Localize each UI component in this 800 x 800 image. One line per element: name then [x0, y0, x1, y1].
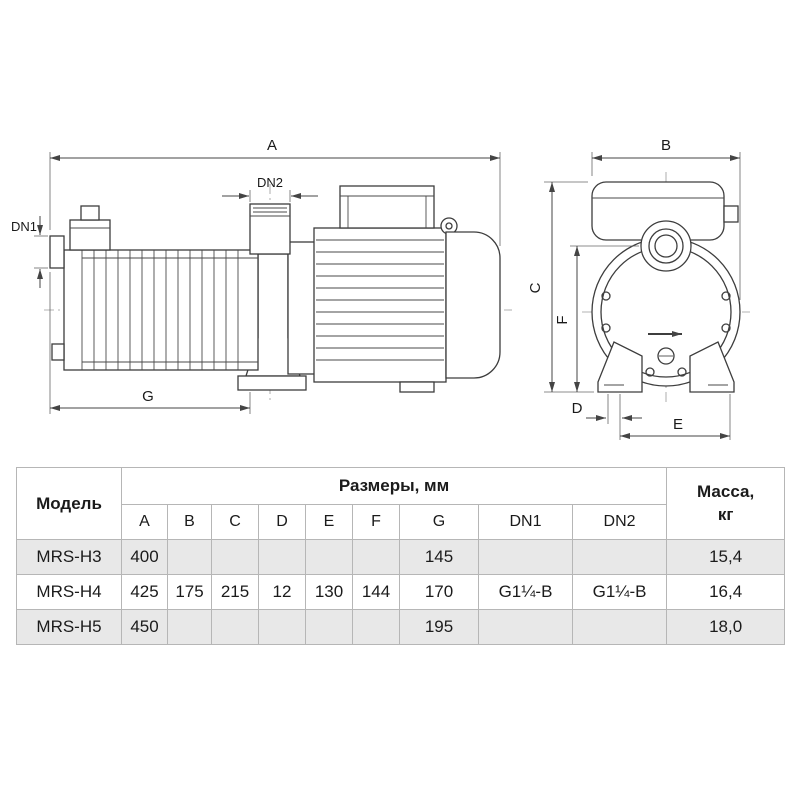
cell-d [258, 609, 306, 645]
model-name: MRS-H3 [16, 539, 122, 575]
motor-end-bell [445, 231, 501, 379]
header-col-a: A [121, 504, 168, 540]
pump-front-view [591, 181, 741, 393]
header-col-c: C [211, 504, 259, 540]
header-model: Модель [16, 467, 122, 540]
cell-g: 195 [399, 609, 479, 645]
dimension-G: G [49, 272, 251, 414]
table-section: Модель Размеры, мм Масса, кг A B C D E F… [0, 460, 800, 645]
cell-dn2 [571, 539, 668, 575]
barrel-stage-ribs [93, 250, 239, 370]
cell-dn2: G1¼-B [571, 574, 668, 610]
dimension-F: F [554, 245, 639, 392]
header-col-f: F [352, 504, 400, 540]
cell-f [352, 609, 400, 645]
dimension-A: A [49, 137, 501, 246]
table-row-mrs-h4: MRS-H4 425 175 215 12 130 144 170 G1¼-B … [16, 574, 786, 610]
casing-bolts [601, 291, 731, 377]
dimension-B: B [591, 137, 741, 300]
suction-flange-dn1 [49, 235, 65, 269]
cell-c: 215 [211, 574, 259, 610]
header-mass: Масса, кг [666, 467, 786, 540]
drain-tab [51, 343, 65, 361]
cell-g: 170 [399, 574, 479, 610]
cell-b [167, 539, 212, 575]
dim-label-g: G [142, 388, 154, 405]
motor-foot [399, 381, 435, 393]
dim-label-c: C [527, 282, 544, 293]
pump-barrel [63, 249, 259, 371]
cell-mass: 16,4 [666, 574, 786, 610]
header-col-d: D [258, 504, 306, 540]
cell-f: 144 [352, 574, 400, 610]
cell-d [258, 539, 306, 575]
cell-a: 400 [121, 539, 168, 575]
dimensions-table: Модель Размеры, мм Масса, кг A B C D E F… [16, 467, 786, 645]
motor-body [313, 227, 447, 383]
cell-e [305, 609, 353, 645]
dimension-C: C [527, 181, 594, 393]
dim-label-dn1: DN1 [11, 219, 37, 234]
header-col-dn2: DN2 [571, 504, 668, 540]
cell-f [352, 539, 400, 575]
foot-right [689, 341, 735, 393]
header-col-dn1: DN1 [478, 504, 573, 540]
discharge-port-dn2 [249, 203, 291, 255]
cell-a: 425 [121, 574, 168, 610]
header-col-g: G [399, 504, 479, 540]
header-dimensions-group: Размеры, мм [120, 467, 668, 505]
cell-dn2 [571, 609, 668, 645]
dim-label-b: B [661, 137, 671, 154]
priming-plug [80, 205, 100, 221]
cell-dn1 [478, 609, 573, 645]
pump-side-view [49, 185, 501, 393]
table-row-mrs-h3: MRS-H3 400 145 15,4 [16, 539, 786, 575]
terminal-box [339, 185, 435, 229]
dimension-DN2: DN2 [222, 175, 318, 202]
cell-g: 145 [399, 539, 479, 575]
cell-a: 450 [121, 609, 168, 645]
cell-c [211, 609, 259, 645]
page: A DN2 DN1 G [0, 137, 800, 645]
model-name: MRS-H5 [16, 609, 122, 645]
cell-b: 175 [167, 574, 212, 610]
table-row-mrs-h5: MRS-H5 450 195 18,0 [16, 609, 786, 645]
cell-mass: 15,4 [666, 539, 786, 575]
dimension-D: D [572, 394, 642, 440]
dim-label-d: D [572, 400, 583, 417]
cell-e [305, 539, 353, 575]
box-clip [723, 205, 739, 223]
dim-label-dn2: DN2 [257, 175, 283, 190]
dim-label-a: A [267, 137, 277, 154]
cell-mass: 18,0 [666, 609, 786, 645]
cell-dn1: G1¼-B [478, 574, 573, 610]
cell-dn1 [478, 539, 573, 575]
header-col-b: B [167, 504, 212, 540]
coupling-housing [287, 241, 317, 375]
foot-left [597, 341, 643, 393]
dim-label-e: E [673, 416, 683, 433]
cell-d: 12 [258, 574, 306, 610]
motor-fins [316, 239, 444, 361]
front-port-outer [640, 220, 692, 272]
dim-label-f: F [554, 315, 571, 324]
cell-c [211, 539, 259, 575]
pump-technical-drawing: A DN2 DN1 G [11, 137, 750, 440]
cell-e: 130 [305, 574, 353, 610]
dimension-DN1: DN1 [11, 216, 48, 288]
model-name: MRS-H4 [16, 574, 122, 610]
dimension-E: E [620, 394, 731, 440]
suction-body [69, 219, 111, 251]
pedestal-foot [237, 375, 307, 391]
cell-b [167, 609, 212, 645]
header-col-e: E [305, 504, 353, 540]
